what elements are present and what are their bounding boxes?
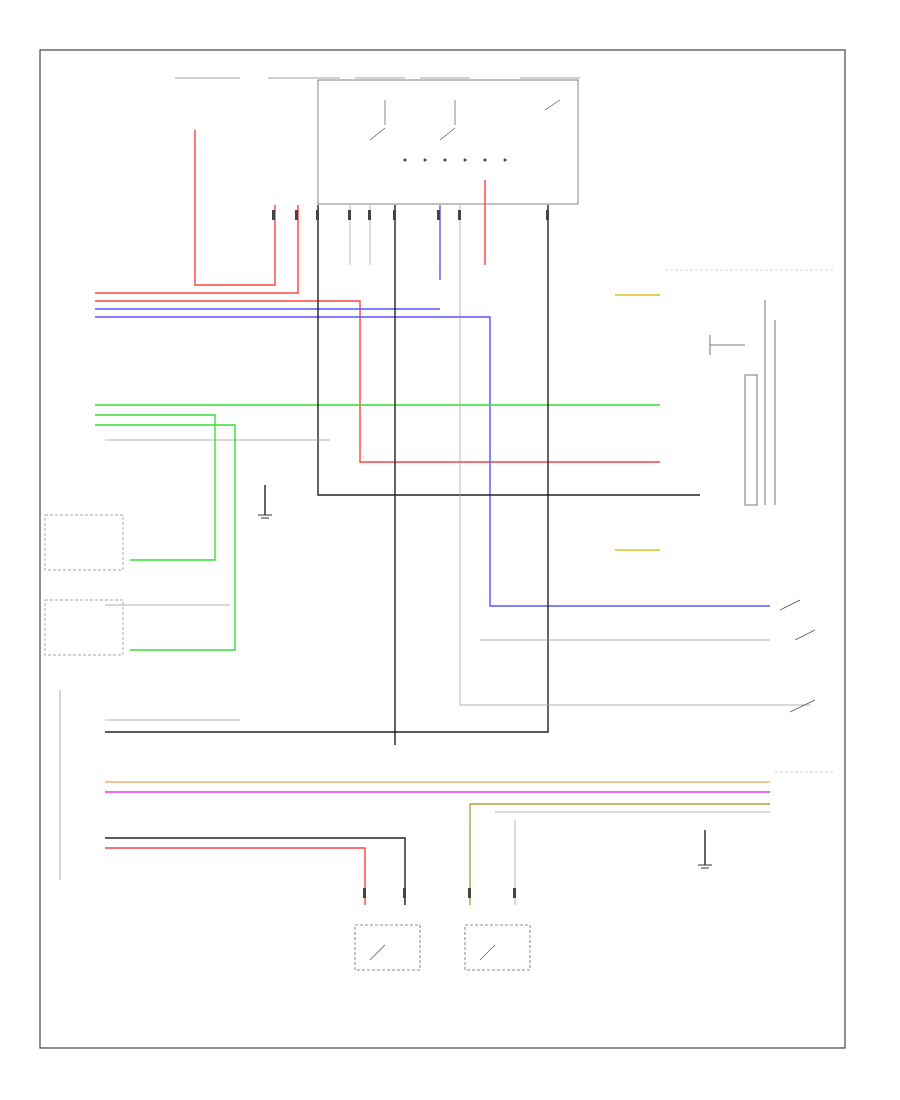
switch-box-upper bbox=[44, 514, 124, 571]
diagram-border bbox=[39, 49, 846, 1049]
relay-terminal-row bbox=[403, 158, 507, 162]
switch-box-lower bbox=[44, 599, 124, 656]
wire-gray-5 bbox=[459, 205, 810, 706]
relay-switch-contacts bbox=[369, 99, 561, 141]
wire-red-feed-3 bbox=[95, 300, 660, 463]
switch-symbols-right bbox=[779, 599, 816, 713]
wire-red-feed-1 bbox=[194, 130, 276, 286]
wire-green-switch-2 bbox=[95, 424, 236, 651]
ground-symbols bbox=[258, 514, 712, 869]
relay-block bbox=[317, 79, 579, 205]
bottom-sensor-right bbox=[464, 924, 531, 971]
bottom-sensor-left bbox=[354, 924, 421, 971]
wire-black-ecu bbox=[105, 205, 549, 733]
connector-pins bbox=[272, 210, 549, 898]
motor-assembly bbox=[709, 300, 776, 506]
wire-red-feed-2 bbox=[95, 205, 299, 294]
wire-black-ground-main bbox=[317, 205, 700, 496]
wire-black-lower bbox=[105, 837, 406, 905]
wire-green-switch-1 bbox=[95, 414, 216, 561]
wire-red-lower bbox=[105, 847, 366, 905]
wire-olive-sensor bbox=[469, 803, 770, 905]
wire-blue-door bbox=[95, 316, 770, 607]
